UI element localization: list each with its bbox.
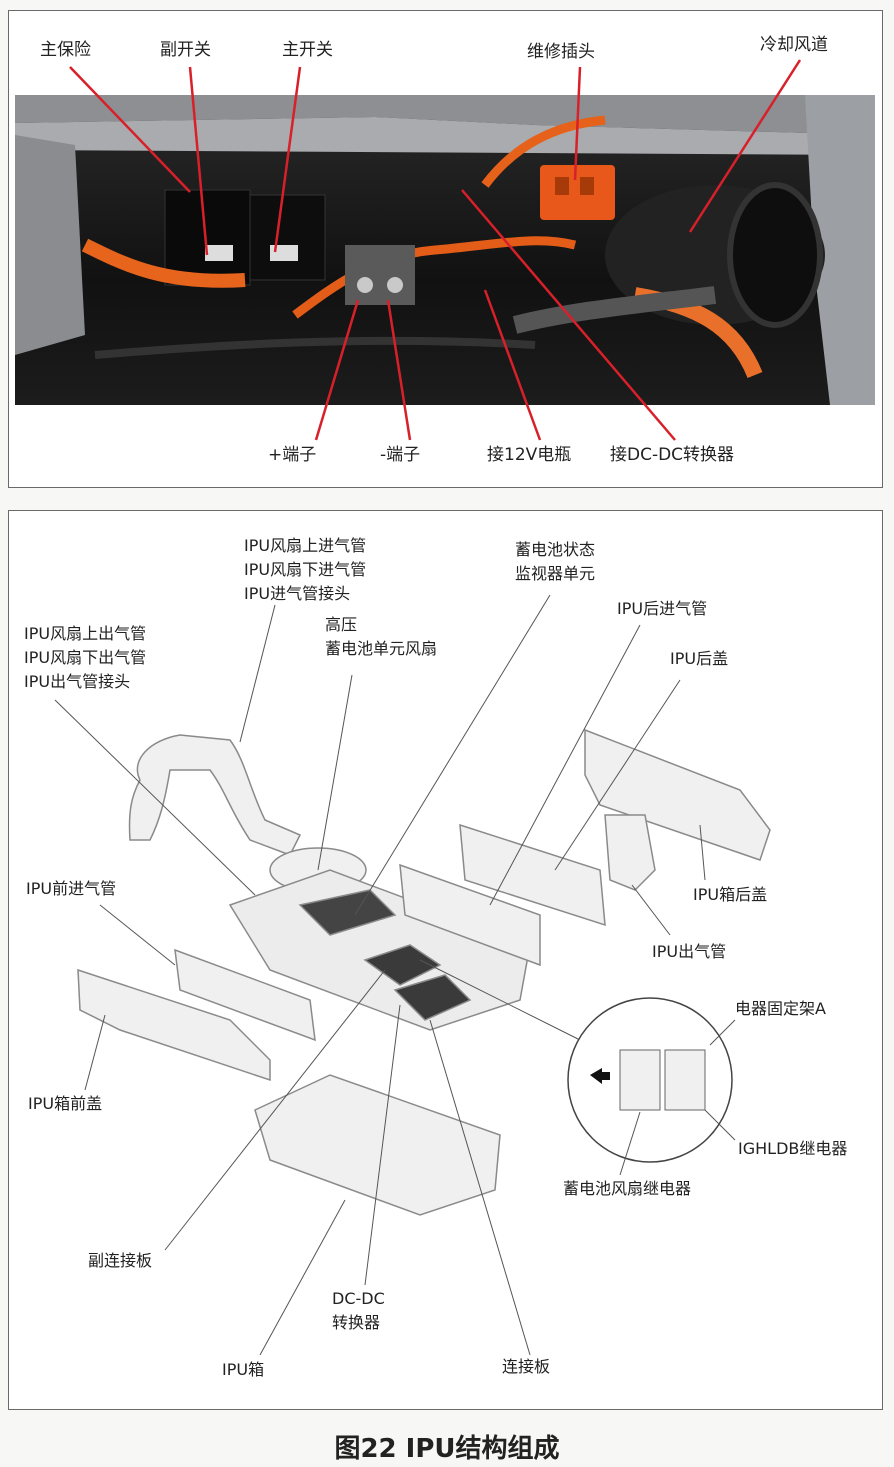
label-ipu-box: IPU箱 (222, 1360, 265, 1379)
label-rear-cover: IPU后盖 (670, 649, 729, 668)
label-front-intake: IPU前进气管 (26, 879, 117, 898)
label-box-front-cover: IPU箱前盖 (28, 1094, 103, 1113)
leader-front-intake (99, 904, 176, 966)
leader-plus-terminal (314, 299, 360, 441)
rear-cover (584, 728, 771, 861)
leader-battery-12v (483, 289, 542, 441)
right-bracket (805, 95, 875, 405)
leader-main-fuse (69, 66, 191, 193)
label-intake-joint: IPU进气管接头 (244, 584, 351, 603)
label-monitor-2: 监视器单元 (515, 564, 596, 583)
grey-hose (512, 286, 717, 334)
leader-hv-fan (317, 674, 353, 871)
leader-service-plug (573, 66, 582, 181)
label-battery-12v: 接12V电瓶 (487, 445, 572, 465)
label-sub-board: 副连接板 (88, 1251, 153, 1270)
label-fan-outlet-lower: IPU风扇下出气管 (24, 648, 147, 667)
label-hv-2: 蓄电池单元风扇 (325, 639, 438, 658)
label-conn-board: 连接板 (502, 1357, 551, 1376)
leader-rear-cover (554, 679, 681, 871)
leader-magnifier (419, 959, 581, 1041)
label-dcdc-2: 转换器 (332, 1313, 381, 1332)
leader-minus-terminal (386, 299, 412, 441)
leader-box-rear-cover (699, 824, 706, 881)
frame-top (15, 95, 875, 135)
main-switch-box (249, 194, 326, 281)
label-rear-intake: IPU后进气管 (617, 599, 708, 618)
label-service-plug: 维修插头 (527, 42, 595, 62)
leader-main-switch (273, 66, 302, 253)
main-switch-label (270, 245, 298, 261)
service-plug-slot (580, 177, 594, 195)
left-bracket (15, 135, 85, 355)
box-front-cover (77, 968, 271, 1082)
leader-sub-board (164, 969, 386, 1251)
intake-tube (128, 734, 302, 856)
label-box-rear-cover: IPU箱后盖 (693, 885, 768, 904)
label-outlet-pipe: IPU出气管 (652, 942, 727, 961)
terminal-block (345, 245, 415, 305)
outlet-pipe-shape (604, 814, 656, 891)
label-outlet-joint: IPU出气管接头 (24, 672, 131, 691)
photo-panel (8, 10, 883, 488)
label-fan-intake-upper: IPU风扇上进气管 (244, 536, 367, 555)
leader-front-cover (84, 1014, 106, 1091)
fan-relay-shape (619, 1049, 661, 1111)
arrow-left-icon (590, 1068, 610, 1084)
label-cooling-duct: 冷却风道 (760, 35, 828, 55)
sub-switch-label (205, 245, 233, 261)
label-main-switch: 主开关 (282, 40, 333, 60)
leader-dcdc (364, 1004, 401, 1286)
leader-dcdc (461, 189, 676, 441)
wiring-harness (94, 336, 536, 359)
sub-switch-box (164, 189, 251, 286)
orange-cable-2 (292, 236, 577, 319)
label-bracket-a: 电器固定架A (735, 999, 826, 1018)
label-sub-switch: 副开关 (160, 40, 211, 60)
rear-intake-right (459, 823, 606, 927)
exploded-drawing (54, 594, 771, 1356)
terminal-bolt (387, 277, 403, 293)
ighldb-relay-shape (664, 1049, 706, 1111)
leader-outlet-pipe (631, 884, 671, 936)
label-ighldb-relay: IGHLDB继电器 (738, 1139, 848, 1158)
leader-rear-intake (489, 624, 641, 906)
leader-monitor (354, 594, 551, 916)
top-leader-lines (69, 59, 802, 441)
figure-caption: 图22 IPU结构组成 (334, 1434, 560, 1464)
service-plug-slot (555, 177, 569, 195)
leader-cooling-duct (688, 59, 802, 233)
photo-illustration (15, 95, 875, 405)
leader-fan-intake (239, 604, 276, 743)
sub-connector-board (363, 944, 442, 986)
frame-edge (15, 117, 875, 155)
relay-detail-circle (567, 997, 736, 1176)
leader-ipu-box (259, 1199, 346, 1356)
label-hv-1: 高压 (325, 615, 358, 634)
orange-cable-3 (481, 115, 606, 188)
label-dcdc-1: DC-DC (332, 1289, 385, 1308)
leader-conn-board (429, 1019, 531, 1356)
label-fan-outlet-upper: IPU风扇上出气管 (24, 624, 147, 643)
label-fan-intake-lower: IPU风扇下进气管 (244, 560, 367, 579)
ipu-box-tray (254, 1074, 501, 1216)
label-dcdc-conn: 接DC-DC转换器 (610, 445, 735, 465)
orange-cable-1 (81, 238, 246, 288)
terminal-bolt (357, 277, 373, 293)
connector-board (393, 974, 472, 1021)
duct-ribs (727, 182, 823, 328)
monitor-unit (298, 889, 397, 936)
label-main-fuse: 主保险 (40, 40, 91, 60)
label-monitor-1: 蓄电池状态 (515, 540, 596, 559)
front-intake-pipe (174, 948, 316, 1042)
label-plus-terminal: +端子 (268, 445, 317, 465)
leader-sub-switch (188, 66, 209, 256)
label-fan-relay: 蓄电池风扇继电器 (563, 1179, 692, 1198)
label-minus-terminal: -端子 (380, 445, 421, 465)
leader-fan-outlet (54, 699, 256, 896)
engine-bay-photo (15, 95, 875, 405)
